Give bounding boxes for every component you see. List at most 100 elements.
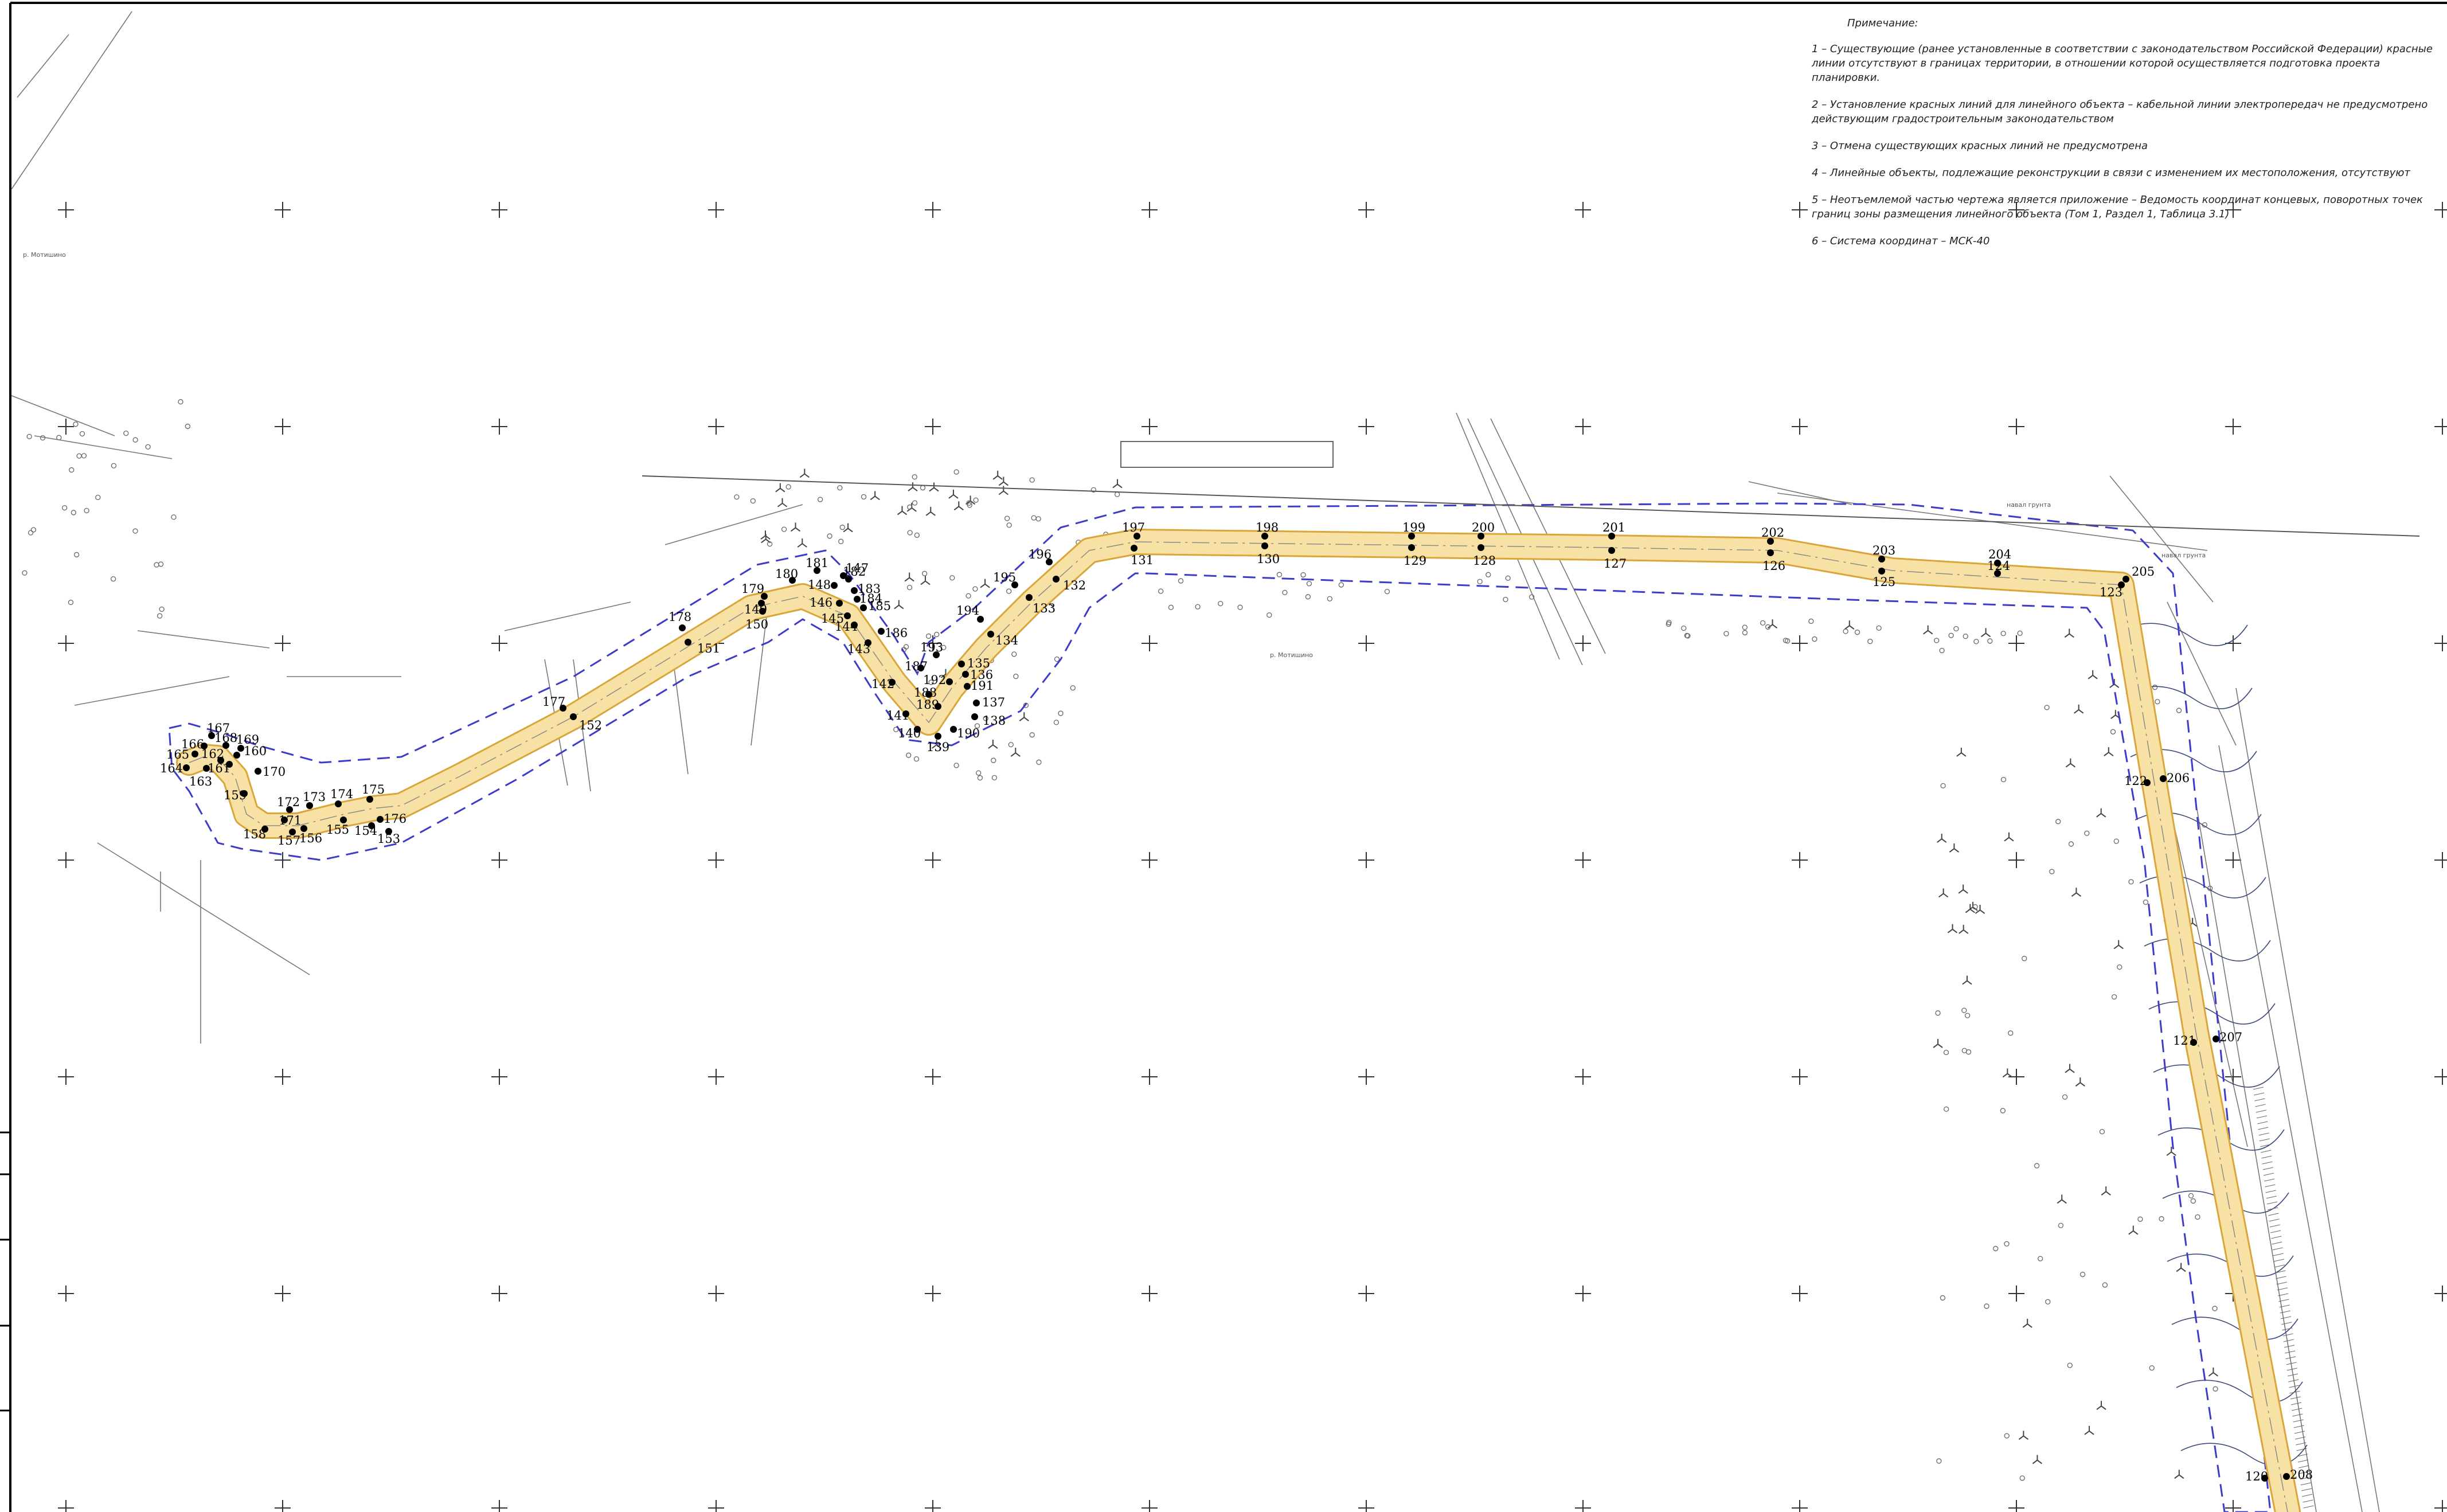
survey-line [2195, 802, 2317, 1512]
boundary-point: 187 [905, 659, 928, 673]
point-marker [1608, 547, 1615, 554]
shrub-symbol [914, 532, 920, 538]
point-number: 160 [244, 744, 267, 758]
point-number: 163 [189, 775, 212, 788]
point-number: 169 [236, 733, 259, 747]
point-marker [958, 661, 965, 667]
boundary-point: 176 [377, 812, 406, 826]
grid-cross [1142, 635, 1158, 651]
slope-hatch [2285, 1350, 2296, 1354]
boundary-point: 148 [808, 578, 838, 592]
slope-hatch [2296, 1448, 2307, 1451]
grid-cross [491, 635, 507, 651]
point-number: 122 [2124, 774, 2147, 788]
grid-cross [275, 635, 291, 651]
point-number: 199 [1402, 521, 1425, 534]
contour-line [2180, 1443, 2308, 1466]
shrub-symbol [2000, 776, 2007, 783]
shrub-symbol [817, 497, 823, 502]
boundary-point: 120 [2245, 1470, 2268, 1483]
shrub-symbol [785, 484, 791, 490]
grid-cross [2225, 1500, 2241, 1512]
shrub-symbol [30, 527, 37, 533]
shrub-symbol [928, 679, 934, 685]
slope-hatch [2256, 1109, 2266, 1113]
point-number: 171 [279, 814, 302, 827]
boundary-point: 200 [1472, 521, 1495, 540]
grid-cross [1575, 1069, 1591, 1085]
tree-symbol [1019, 712, 1029, 721]
shrub-symbol [145, 444, 151, 450]
survey-line [504, 601, 631, 631]
grid-cross [1575, 852, 1591, 868]
point-marker [950, 726, 957, 733]
grid-cross [2434, 419, 2447, 435]
grid-cross [58, 1500, 74, 1512]
boundary-point: 125 [1873, 568, 1895, 589]
boundary-point: 199 [1402, 521, 1425, 540]
grid-cross [1358, 1069, 1374, 1085]
shrub-symbol [2049, 869, 2055, 874]
notes-title: Примечание: [1847, 17, 1918, 29]
point-marker [1878, 568, 1885, 575]
point-marker [1767, 549, 1774, 556]
point-number: 165 [166, 748, 189, 761]
boundary-point: 143 [847, 639, 871, 656]
point-marker [191, 751, 198, 757]
grid-cross [58, 852, 74, 868]
shrub-symbol [1029, 477, 1035, 483]
point-marker [286, 806, 293, 813]
grid-cross [2225, 419, 2241, 435]
slope-hatch [2279, 1304, 2290, 1308]
shrub-symbol [73, 552, 80, 558]
slope-hatch [2299, 1465, 2309, 1468]
boundary-point: 159 [224, 788, 248, 802]
shrub-symbol [1282, 589, 1288, 596]
tree-symbol [775, 483, 785, 493]
shrub-symbol [2004, 1433, 2010, 1439]
shrub-symbol [2000, 631, 2006, 636]
boundary-point: 123 [2100, 581, 2125, 599]
point-marker [368, 822, 375, 829]
shrub-symbol [2117, 964, 2122, 970]
grid-cross [1575, 202, 1591, 218]
slope-hatch [2296, 1442, 2307, 1445]
tree-symbol [988, 740, 998, 749]
shrub-symbol [2067, 1362, 2073, 1368]
cable-line-corridor [176, 529, 2301, 1512]
point-number: 151 [697, 642, 720, 655]
tree-symbol [2018, 1431, 2028, 1440]
grid-cross [2008, 1286, 2024, 1302]
boundary-point: 171 [279, 814, 302, 827]
shrub-symbol [1036, 759, 1042, 765]
point-marker [201, 743, 208, 749]
point-number: 156 [299, 831, 322, 845]
tree-symbol [1947, 924, 1958, 933]
boundary-point: 151 [685, 639, 720, 655]
shrub-symbol [1984, 1303, 1989, 1309]
point-number: 135 [967, 657, 990, 670]
boundary-point: 202 [1761, 526, 1784, 545]
point-number: 162 [201, 747, 224, 761]
slope-hatch [2290, 1402, 2302, 1405]
grid-cross [1575, 419, 1591, 435]
grid-cross [58, 419, 74, 435]
shrub-symbol [1953, 626, 1959, 632]
tree-symbol [2104, 747, 2114, 756]
slope-hatch [2292, 1408, 2303, 1411]
point-marker [1477, 533, 1484, 540]
slope-hatch [2266, 1195, 2277, 1199]
shrub-symbol [2004, 1241, 2010, 1247]
point-marker [233, 752, 240, 759]
point-marker [340, 816, 347, 823]
shrub-symbol [1338, 582, 1344, 588]
shrub-symbol [991, 775, 998, 781]
tree-symbol [1956, 747, 1967, 757]
shrub-symbol [967, 502, 972, 508]
point-number: 152 [579, 718, 602, 732]
place-label-1: р. Мотишино [23, 251, 66, 259]
shrub-symbol [2152, 685, 2158, 690]
point-marker [1767, 538, 1774, 545]
grid-cross [2434, 1069, 2447, 1085]
